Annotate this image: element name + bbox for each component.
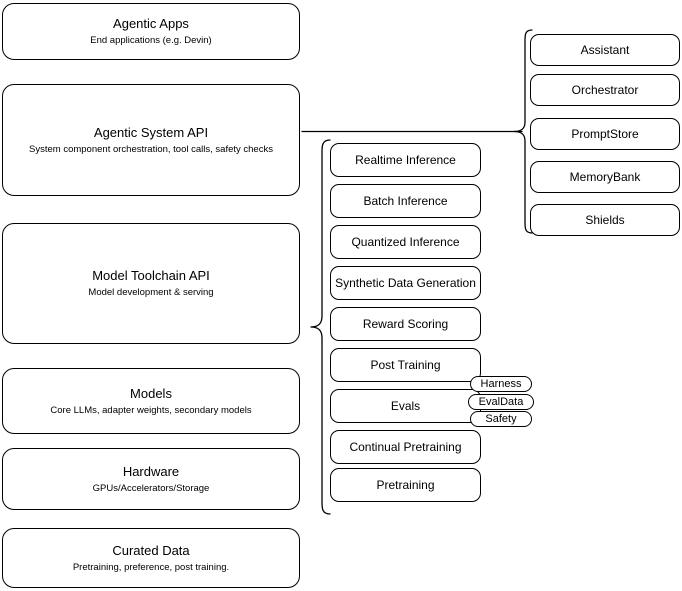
chip-post-training[interactable]: Post Training bbox=[330, 348, 481, 382]
layer-subtitle: System component orchestration, tool cal… bbox=[29, 143, 273, 155]
layer-curated-data[interactable]: Curated Data Pretraining, preference, po… bbox=[2, 528, 300, 588]
chip-reward-scoring[interactable]: Reward Scoring bbox=[330, 307, 481, 341]
chip-label: Synthetic Data Generation bbox=[335, 276, 476, 290]
pill-label: Safety bbox=[485, 413, 517, 425]
pill-label: EvalData bbox=[478, 396, 524, 408]
layer-subtitle: GPUs/Accelerators/Storage bbox=[92, 482, 210, 494]
layer-hardware[interactable]: Hardware GPUs/Accelerators/Storage bbox=[2, 448, 300, 510]
chip-label: Pretraining bbox=[376, 478, 435, 492]
chip-evals[interactable]: Evals bbox=[330, 389, 481, 423]
chip-label: Post Training bbox=[370, 358, 441, 372]
layer-title: Agentic Apps bbox=[113, 16, 189, 31]
chip-label: Realtime Inference bbox=[355, 153, 456, 167]
chip-shields[interactable]: Shields bbox=[530, 204, 680, 236]
pill-label: Harness bbox=[480, 378, 522, 390]
chip-label: Quantized Inference bbox=[351, 235, 460, 249]
layer-title: Models bbox=[130, 385, 172, 401]
layer-agentic-system-api[interactable]: Agentic System API System component orch… bbox=[2, 84, 300, 196]
chip-continual-pretraining[interactable]: Continual Pretraining bbox=[330, 430, 481, 464]
chip-label: Reward Scoring bbox=[362, 317, 449, 331]
layer-subtitle: Pretraining, preference, post training. bbox=[72, 561, 230, 573]
layer-agentic-apps[interactable]: Agentic Apps End applications (e.g. Devi… bbox=[2, 3, 300, 60]
layer-models[interactable]: Models Core LLMs, adapter weights, secon… bbox=[2, 368, 300, 434]
chip-label: Orchestrator bbox=[571, 83, 639, 97]
brace-system-components bbox=[513, 29, 533, 234]
chip-batch-inference[interactable]: Batch Inference bbox=[330, 184, 481, 218]
chip-synthetic-data-generation[interactable]: Synthetic Data Generation bbox=[330, 266, 481, 300]
chip-label: Batch Inference bbox=[363, 194, 448, 208]
layer-title: Agentic System API bbox=[93, 124, 209, 140]
pill-harness[interactable]: Harness bbox=[470, 376, 532, 392]
chip-assistant[interactable]: Assistant bbox=[530, 34, 680, 66]
chip-promptstore[interactable]: PromptStore bbox=[530, 118, 680, 150]
pill-evaldata[interactable]: EvalData bbox=[468, 394, 534, 410]
pill-safety[interactable]: Safety bbox=[470, 411, 532, 427]
chip-label: MemoryBank bbox=[569, 170, 641, 184]
chip-orchestrator[interactable]: Orchestrator bbox=[530, 74, 680, 106]
chip-label: PromptStore bbox=[571, 127, 639, 141]
chip-pretraining[interactable]: Pretraining bbox=[330, 468, 481, 502]
connector-line-system-api bbox=[301, 130, 523, 133]
chip-realtime-inference[interactable]: Realtime Inference bbox=[330, 143, 481, 177]
layer-title: Hardware bbox=[122, 463, 180, 479]
chip-quantized-inference[interactable]: Quantized Inference bbox=[330, 225, 481, 259]
layer-title: Curated Data bbox=[112, 542, 190, 558]
chip-label: Evals bbox=[390, 399, 421, 413]
brace-toolchain bbox=[310, 139, 331, 515]
chip-memorybank[interactable]: MemoryBank bbox=[530, 161, 680, 193]
layer-subtitle: Model development & serving bbox=[88, 287, 214, 298]
chip-label: Shields bbox=[585, 213, 625, 227]
layer-title: Model Toolchain API bbox=[92, 268, 210, 283]
layer-subtitle: Core LLMs, adapter weights, secondary mo… bbox=[50, 404, 252, 416]
layer-model-toolchain-api[interactable]: Model Toolchain API Model development & … bbox=[2, 223, 300, 344]
chip-label: Continual Pretraining bbox=[349, 440, 462, 454]
layer-subtitle: End applications (e.g. Devin) bbox=[90, 35, 212, 46]
chip-label: Assistant bbox=[580, 43, 630, 57]
